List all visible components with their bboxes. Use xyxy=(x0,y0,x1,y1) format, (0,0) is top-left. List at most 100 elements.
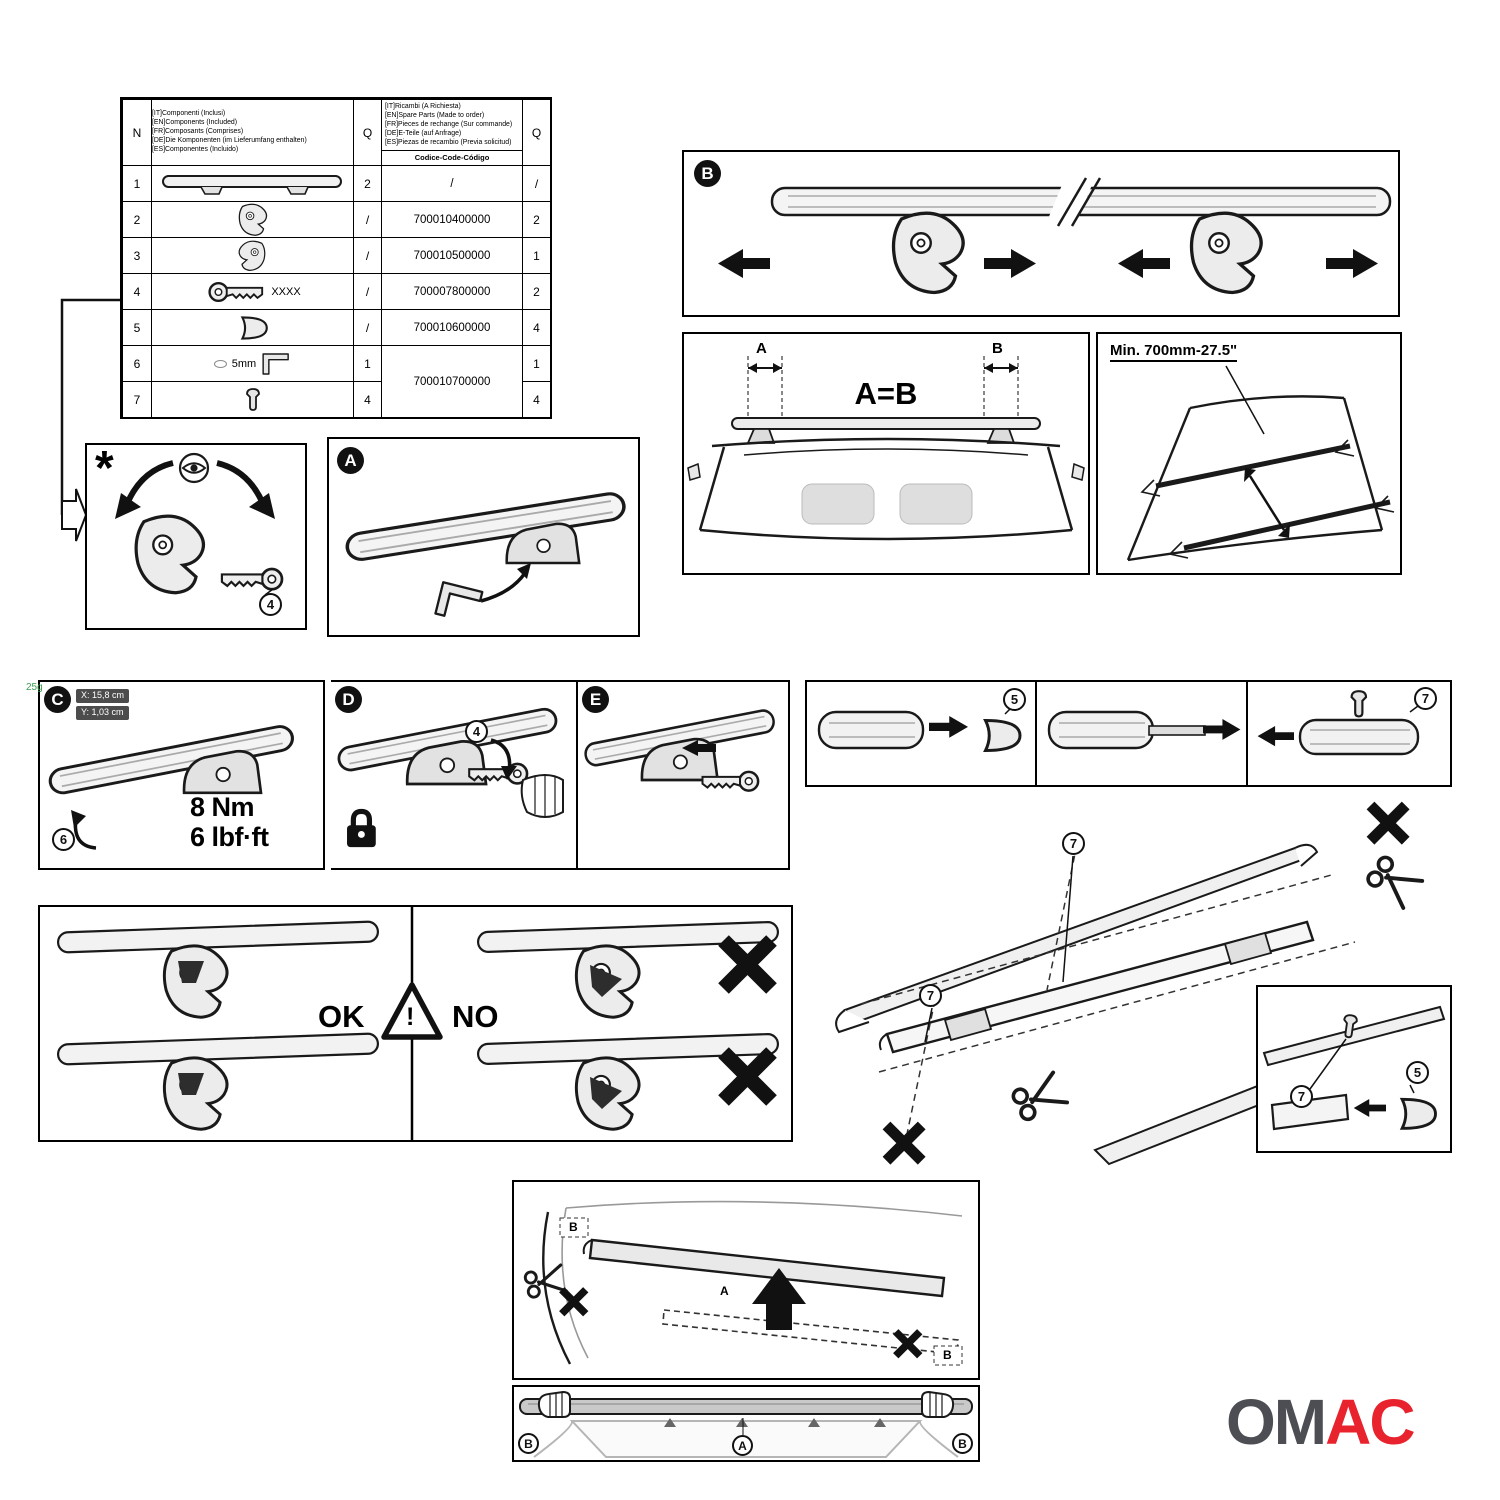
cell-spare-q: 1 xyxy=(522,345,550,382)
torque-spec: 8 Nm 6 lbf·ft xyxy=(190,792,269,853)
arrow-left-icon xyxy=(1118,249,1170,278)
panel-label-b: B xyxy=(694,160,721,187)
callout-6: 6 xyxy=(52,828,75,851)
pin-cap-detail-illustration xyxy=(1262,1005,1446,1131)
cell-n: 3 xyxy=(122,237,152,274)
scissors-icon xyxy=(1363,852,1425,910)
arrow-left-icon xyxy=(718,249,770,278)
eye-icon xyxy=(178,452,210,484)
cell-code: 700007800000 xyxy=(381,273,523,310)
callout-4: 4 xyxy=(259,593,282,616)
cell-q: 2 xyxy=(353,165,382,202)
panel-label-e: E xyxy=(582,686,609,713)
cell-n: 2 xyxy=(122,201,152,238)
hex-hole-icon xyxy=(213,359,227,368)
panel-label-c: C xyxy=(44,686,71,713)
panel-e-insert-key: E xyxy=(578,680,790,870)
min-distance-text: Min. 700mm-27.5" xyxy=(1110,342,1238,362)
panel-min-distance: Min. 700mm-27.5" xyxy=(1096,332,1402,575)
table-connector-arrow xyxy=(60,298,120,542)
panel-c-torque: C X: 15,8 cm Y: 1,03 cm 6 8 Nm 6 lbf·ft xyxy=(38,680,325,870)
front-clamp-icon xyxy=(238,203,267,236)
bar-icon xyxy=(343,489,628,564)
panel-d-lock: D 4 xyxy=(331,680,578,870)
label-a: A xyxy=(720,1284,729,1298)
hand-icon xyxy=(537,1391,571,1418)
equal-spacing-illustration xyxy=(687,356,1085,541)
cell-q: 1 xyxy=(353,345,382,382)
panel-end-cap-5: 5 xyxy=(805,680,1037,787)
table-row-6: 6 5mm 1 700010700000 1 xyxy=(122,345,550,417)
cross-bar-icon xyxy=(161,174,342,195)
panel-pin-7: 7 xyxy=(1248,680,1452,787)
panel-d-illustration xyxy=(335,705,564,868)
fixing-pin-icon xyxy=(1350,690,1368,718)
strip-slide-illustration xyxy=(1047,710,1241,750)
cell-code: 700010500000 xyxy=(381,237,523,274)
label-b-top: B xyxy=(569,1220,578,1234)
ok-text: OK xyxy=(318,999,365,1034)
cell-code: 700010700000 xyxy=(381,345,523,417)
key-icon xyxy=(220,567,284,591)
ok-no-illustration xyxy=(56,907,780,1140)
col-header-n: N xyxy=(122,99,152,166)
cell-spare-q: 2 xyxy=(522,273,550,310)
spare-parts-header: [IT]Ricambi (A Richiesta) [EN]Spare Part… xyxy=(385,103,513,146)
end-cap-icon xyxy=(1400,1097,1437,1130)
panel-label-d: D xyxy=(335,686,362,713)
table-row-2: 2 / 700010400000 2 xyxy=(122,201,550,238)
x-dimension-badge: X: 15,8 cm xyxy=(76,689,130,703)
panel-bar-placement: B B A xyxy=(512,1180,980,1380)
callout-7: 7 xyxy=(1290,1085,1313,1108)
logo-text-ac: AC xyxy=(1325,1386,1415,1458)
cell-q: / xyxy=(353,273,382,310)
x-mark-icon xyxy=(562,1290,586,1314)
cell-code: 700010400000 xyxy=(381,201,523,238)
allen-size-label: 5mm xyxy=(231,357,257,370)
table-row-3: 3 / 700010500000 1 xyxy=(122,237,550,274)
clamp-icon xyxy=(134,514,206,595)
callout-b-left: B xyxy=(518,1433,539,1454)
panel-lock-note: * 4 xyxy=(85,443,307,630)
panel-label-star: * xyxy=(95,443,114,495)
panel-rear-carry: B A B xyxy=(512,1385,980,1462)
dim-label-b: B xyxy=(992,340,1003,357)
parts-table: N [IT]Componenti (Inclusi) [EN]Component… xyxy=(122,99,550,417)
padlock-icon xyxy=(347,811,376,847)
panel-a-illustration xyxy=(343,489,628,625)
part-cell: XXXX xyxy=(151,273,354,310)
clamp-icon xyxy=(891,211,965,295)
panel-ok-no: OK ! NO xyxy=(38,905,793,1142)
y-dimension-badge: Y: 1,03 cm xyxy=(76,706,129,720)
part-cell xyxy=(151,237,354,274)
cell-spare-q: 2 xyxy=(522,201,550,238)
cell-n: 7 xyxy=(122,381,152,417)
table-row-1: 1 2 / / xyxy=(122,165,550,202)
callout-b-right: B xyxy=(952,1433,973,1454)
arrow-right-icon xyxy=(1326,249,1378,278)
col-header-q: Q xyxy=(353,99,382,166)
key-icon xyxy=(208,281,264,302)
end-cap-icon xyxy=(240,315,268,340)
hand-icon xyxy=(921,1391,955,1418)
logo-text-om: OM xyxy=(1226,1386,1327,1458)
callout-7: 7 xyxy=(1414,687,1437,710)
panel-strip-slide xyxy=(1037,680,1248,787)
panel-e-illustration xyxy=(582,707,777,792)
arrow-left-icon xyxy=(1257,726,1294,747)
min-distance-illustration xyxy=(1126,365,1395,562)
table-row-4: 4 XXXX / 700007800000 2 xyxy=(122,273,550,310)
cell-spare-q: 1 xyxy=(522,237,550,274)
equation-a-equals-b: A=B xyxy=(854,376,918,411)
torque-lbfft: 6 lbf·ft xyxy=(190,822,269,853)
part-cell xyxy=(151,381,354,417)
arrow-right-icon xyxy=(929,716,968,738)
end-cap-icon xyxy=(984,719,1022,752)
panel-equal-spacing: A B A=B xyxy=(682,332,1090,575)
panel-b: B xyxy=(682,150,1400,317)
arrow-right-icon xyxy=(1203,719,1241,740)
x-mark-icon xyxy=(887,1126,922,1161)
no-text: NO xyxy=(452,999,499,1034)
cell-q: / xyxy=(353,201,382,238)
x-mark-icon xyxy=(724,941,772,989)
